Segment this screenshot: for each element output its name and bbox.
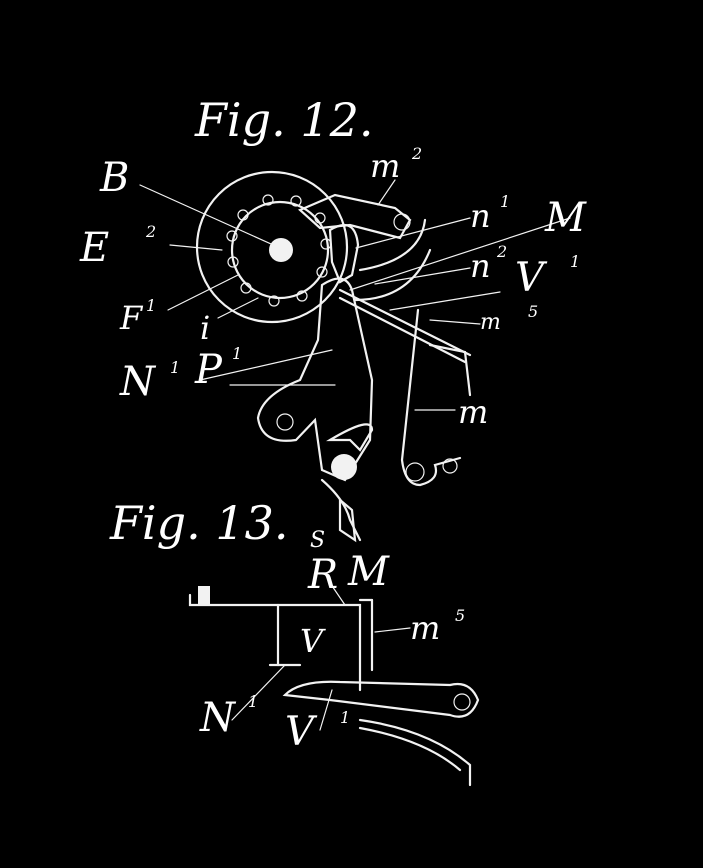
label-e2: E [80,225,110,271]
label-n1-fig13-sup: 1 [248,692,259,711]
label-m5-sup: 5 [528,302,539,321]
label-f1: F [120,299,143,337]
label-n1: n [470,197,491,235]
label-s: S [310,528,326,553]
label-r: R [308,552,339,598]
label-v1-fig13-sup: 1 [340,708,351,727]
label-m5: m [480,310,501,335]
label-b: B [100,155,130,201]
label-n2: n [470,247,491,285]
bracket-r [188,593,362,692]
leader-lines [139,179,571,411]
label-m2-top: m [370,147,401,185]
ratchet-wheel [230,200,330,300]
fig-12-title: Fig. 12. [195,93,374,147]
label-m5-fig13: m [410,609,441,647]
label-v: V [300,622,324,660]
label-n1-lower: N [120,359,155,405]
label-n1-lower-sup: 1 [170,358,181,377]
label-e2-sup: 2 [146,222,157,241]
label-m-fig13: M [348,549,389,595]
label-v1-sup: 1 [570,252,581,271]
label-m-spring: m [458,393,489,431]
label-p1: P [195,347,222,393]
label-n1-fig13: N [200,695,235,741]
label-i: i [200,309,211,347]
hub-b [269,238,293,262]
label-n1-sup: 1 [500,192,511,211]
label-m: M [545,195,586,241]
dog [328,223,360,284]
label-m2-top-sup: 2 [412,144,423,163]
fig-13-title: Fig. 13. [110,496,289,550]
hook [326,423,374,452]
label-m5-fig13-sup: 5 [455,606,466,625]
label-p1-sup: 1 [232,344,243,363]
label-v1-fig13: V [285,709,314,755]
label-f1-sup: 1 [146,296,157,315]
spring [400,308,462,487]
label-v1: V [515,255,544,301]
arm-v1 [282,680,480,718]
lever [256,277,374,482]
label-n2-sup: 2 [497,242,508,261]
